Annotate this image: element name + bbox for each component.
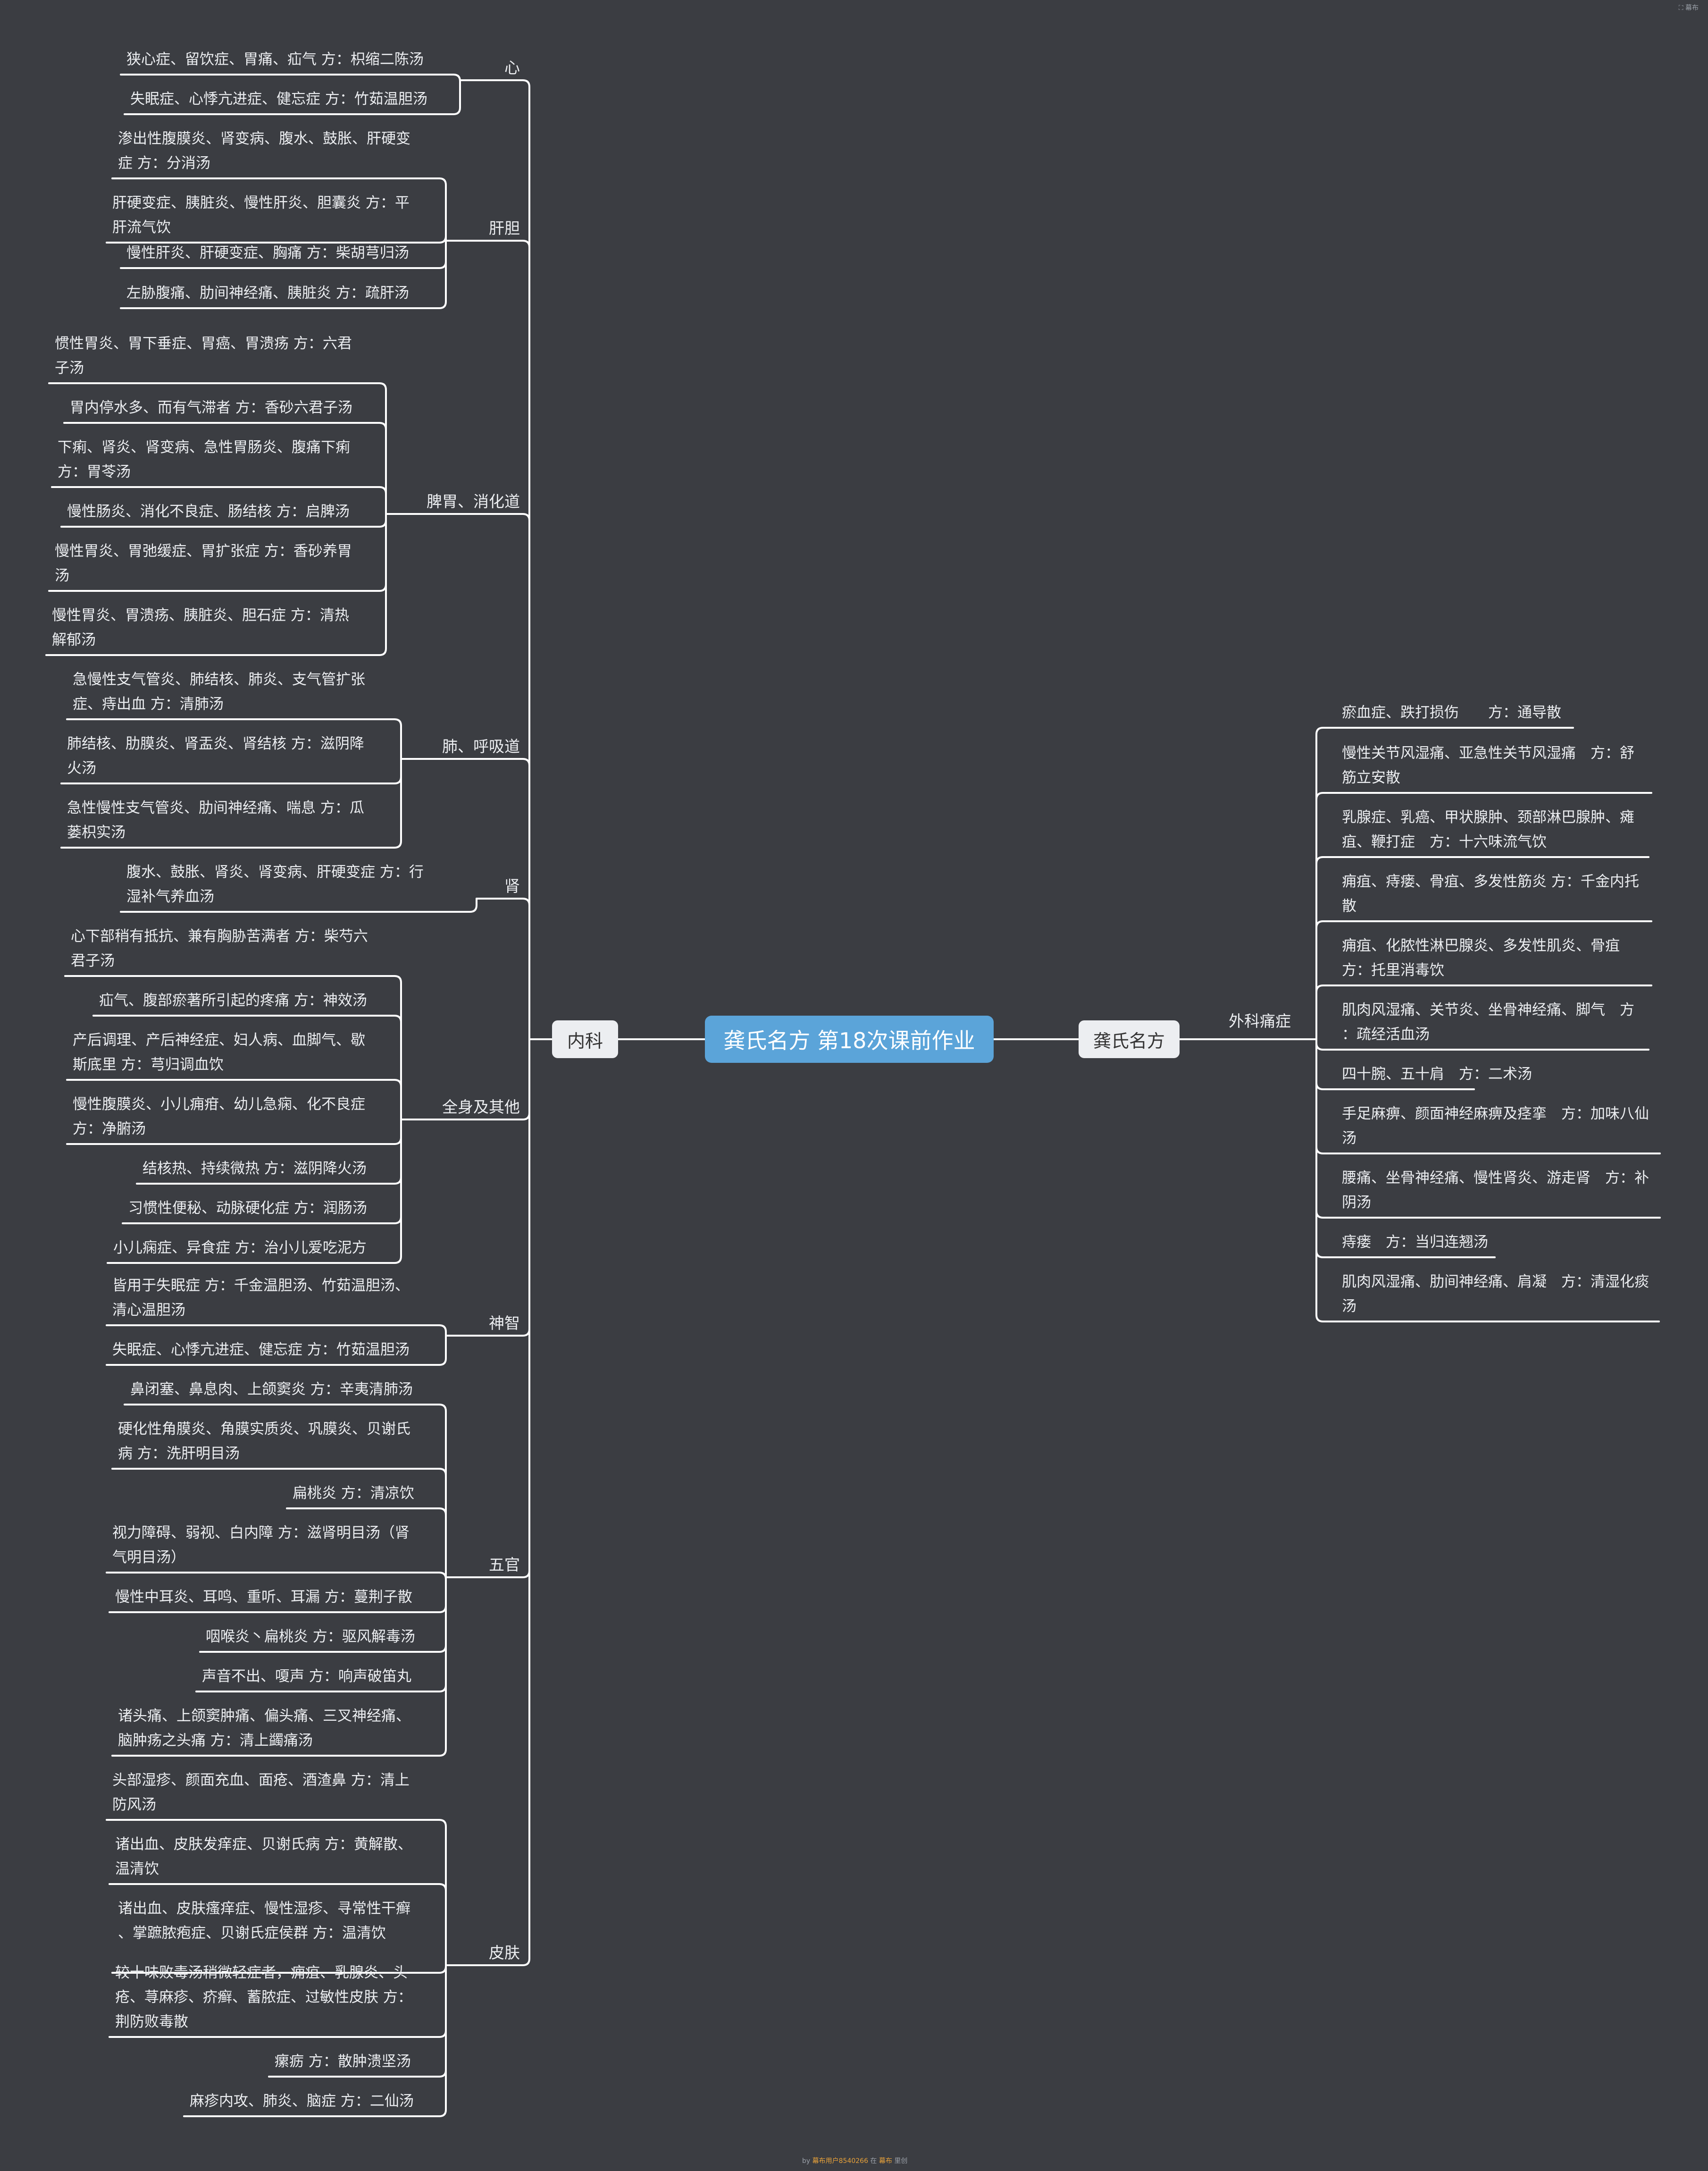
leaf-item[interactable]: 诸头痛、上颌窦肿痛、偏头痛、三叉神经痛、 脑肿疡之头痛 方：清上蠲痛汤 xyxy=(118,1708,410,1749)
leaf-item[interactable]: 疝气、腹部瘀著所引起的疼痛 方：神效汤 xyxy=(99,992,367,1009)
leaf-item[interactable]: 习惯性便秘、动脉硬化症 方：润肠汤 xyxy=(128,1200,367,1217)
leaf-item[interactable]: 急慢性支气管炎、肺结核、肺炎、支气管扩张 症、痔出血 方：清肺汤 xyxy=(73,671,365,713)
branch-2[interactable]: 脾胃、消化道 xyxy=(427,492,520,511)
hub-gong-formulas[interactable]: 龚氏名方 xyxy=(1079,1020,1180,1058)
leaf-item[interactable]: 慢性胃炎、胃溃疡、胰脏炎、胆石症 方：清热 解郁汤 xyxy=(52,607,349,648)
leaf-item[interactable]: 狭心症、留饮症、胃痛、疝气 方：枳缩二陈汤 xyxy=(126,51,424,68)
leaf-item[interactable]: 硬化性角膜炎、角膜实质炎、巩膜炎、贝谢氏 病 方：洗肝明目汤 xyxy=(118,1421,410,1462)
leaf-item[interactable]: 惯性胃炎、胃下垂症、胃癌、胃溃疡 方：六君 子汤 xyxy=(55,335,352,377)
leaf-item[interactable]: 四十腕、五十肩 方：二术汤 xyxy=(1342,1066,1532,1083)
leaf-item[interactable]: 较十味败毒汤稍微轻症者，痈疽、乳腺炎、头 疮、荨麻疹、疥癣、蓄脓症、过敏性皮肤 … xyxy=(115,1964,412,2030)
leaf-item[interactable]: 乳腺症、乳癌、甲状腺肿、颈部淋巴腺肿、瘫 疽、鞭打症 方：十六味流气饮 xyxy=(1342,809,1634,850)
leaf-item[interactable]: 腰痛、坐骨神经痛、慢性肾炎、游走肾 方：补 阴汤 xyxy=(1342,1170,1649,1211)
leaf-item[interactable]: 小儿痫症、异食症 方：治小儿爱吃泥方 xyxy=(113,1239,367,1256)
leaf-item[interactable]: 皆用于失眠症 方：千金温胆汤、竹茹温胆汤、 清心温胆汤 xyxy=(112,1277,410,1319)
leaf-item[interactable]: 视力障碍、弱视、白内障 方：滋肾明目汤（肾 气明目汤） xyxy=(112,1524,410,1566)
footer-credit: by 幕布用户8540266 在 幕布 里创 xyxy=(802,2157,908,2165)
branch-7[interactable]: 五官 xyxy=(489,1556,520,1574)
leaf-item[interactable]: 肌肉风湿痛、关节炎、坐骨神经痛、脚气 方 ：疏经活血汤 xyxy=(1342,1001,1634,1043)
root-topic[interactable]: 龚氏名方 第18次课前作业 xyxy=(705,1016,994,1063)
leaf-item[interactable]: 慢性胃炎、胃弛缓症、胃扩张症 方：香砂养胃 汤 xyxy=(55,543,352,584)
branch-1[interactable]: 肝胆 xyxy=(489,219,520,237)
leaf-item[interactable]: 急性慢性支气管炎、肋间神经痛、喘息 方：瓜 蒌枳实汤 xyxy=(67,799,364,841)
leaf-item[interactable]: 鼻闭塞、鼻息肉、上颌窦炎 方：辛夷清肺汤 xyxy=(130,1381,413,1398)
leaf-item[interactable]: 腹水、鼓胀、肾炎、肾变病、肝硬变症 方：行 湿补气养血汤 xyxy=(126,864,424,905)
leaf-item[interactable]: 扁桃炎 方：清凉饮 xyxy=(293,1485,414,1502)
expand-icon: ⛶ xyxy=(1678,4,1683,12)
branch-4[interactable]: 肾 xyxy=(504,877,520,895)
leaf-item[interactable]: 慢性中耳炎、耳鸣、重听、耳漏 方：蔓荆子散 xyxy=(115,1589,412,1606)
leaf-item[interactable]: 瘰疬 方：散肿溃坚汤 xyxy=(275,2053,411,2070)
leaf-item[interactable]: 慢性腹膜炎、小儿痈疳、幼儿急痫、化不良症 方：净腑汤 xyxy=(73,1096,365,1137)
branch-0[interactable]: 心 xyxy=(504,59,520,77)
leaf-item[interactable]: 诸出血、皮肤发痒症、贝谢氏病 方：黄解散、 温清饮 xyxy=(115,1836,412,1877)
branch-5[interactable]: 全身及其他 xyxy=(442,1098,520,1116)
leaf-item[interactable]: 肺结核、肋膜炎、肾盂炎、肾结核 方：滋阴降 火汤 xyxy=(67,735,364,777)
leaf-item[interactable]: 痈疽、痔瘘、骨疽、多发性筋炎 方：千金内托 散 xyxy=(1342,873,1639,915)
corner-logo[interactable]: ⛶ 幕布 xyxy=(1678,4,1699,12)
branch-surgical-pain[interactable]: 外科痛症 xyxy=(1229,1012,1291,1030)
leaf-item[interactable]: 肝硬变症、胰脏炎、慢性肝炎、胆囊炎 方：平 肝流气饮 xyxy=(112,194,410,236)
leaf-item[interactable]: 痔瘘 方：当归连翘汤 xyxy=(1342,1234,1488,1251)
leaf-item[interactable]: 左胁腹痛、肋间神经痛、胰脏炎 方：疏肝汤 xyxy=(126,285,409,302)
leaf-item[interactable]: 渗出性腹膜炎、肾变病、腹水、鼓胀、肝硬变 症 方：分消汤 xyxy=(118,130,410,172)
leaf-item[interactable]: 手足麻痹、颜面神经麻痹及痉挛 方：加味八仙 汤 xyxy=(1342,1105,1649,1147)
leaf-item[interactable]: 头部湿疹、颜面充血、面疮、酒渣鼻 方：清上 防风汤 xyxy=(112,1772,410,1813)
leaf-item[interactable]: 慢性肠炎、消化不良症、肠结核 方：启脾汤 xyxy=(67,503,350,520)
hub-internal-medicine[interactable]: 内科 xyxy=(552,1020,618,1058)
leaf-item[interactable]: 失眠症、心悸亢进症、健忘症 方：竹茹温胆汤 xyxy=(112,1341,410,1358)
leaf-item[interactable]: 诸出血、皮肤瘙痒症、慢性湿疹、寻常性干癣 、掌蹠脓疱症、贝谢氏症侯群 方：温清饮 xyxy=(118,1900,410,1942)
leaf-item[interactable]: 声音不出、嗄声 方：响声破笛丸 xyxy=(202,1668,411,1685)
leaf-item[interactable]: 下痢、肾炎、肾变病、急性胃肠炎、腹痛下痢 方：胃苓汤 xyxy=(58,439,350,480)
branch-3[interactable]: 肺、呼吸道 xyxy=(442,737,520,756)
leaf-item[interactable]: 产后调理、产后神经症、妇人病、血脚气、歇 斯底里 方：芎归调血饮 xyxy=(73,1032,365,1073)
leaf-item[interactable]: 肌肉风湿痛、肋间神经痛、肩凝 方：清湿化痰 汤 xyxy=(1342,1273,1649,1315)
branch-6[interactable]: 神智 xyxy=(489,1314,520,1332)
leaf-item[interactable]: 慢性肝炎、肝硬变症、胸痛 方：柴胡芎归汤 xyxy=(126,244,409,261)
leaf-item[interactable]: 咽喉炎丶扁桃炎 方：驱风解毒汤 xyxy=(206,1628,415,1645)
leaf-item[interactable]: 麻疹内攻、肺炎、脑症 方：二仙汤 xyxy=(190,2093,414,2110)
leaf-item[interactable]: 瘀血症、跌打损伤 方：通导散 xyxy=(1342,704,1561,721)
leaf-item[interactable]: 痈疽、化脓性淋巴腺炎、多发性肌炎、骨疽 方：托里消毒饮 xyxy=(1342,937,1620,979)
leaf-item[interactable]: 慢性关节风湿痛、亚急性关节风湿痛 方：舒 筋立安散 xyxy=(1342,745,1634,786)
branch-8[interactable]: 皮肤 xyxy=(489,1944,520,1962)
leaf-item[interactable]: 心下部稍有抵抗、兼有胸胁苦满者 方：柴芍六 君子汤 xyxy=(71,928,368,969)
leaf-item[interactable]: 胃内停水多、而有气滞者 方：香砂六君子汤 xyxy=(70,399,352,416)
leaf-item[interactable]: 结核热、持续微热 方：滋阴降火汤 xyxy=(142,1160,367,1177)
leaf-item[interactable]: 失眠症、心悸亢进症、健忘症 方：竹茹温胆汤 xyxy=(130,91,427,108)
